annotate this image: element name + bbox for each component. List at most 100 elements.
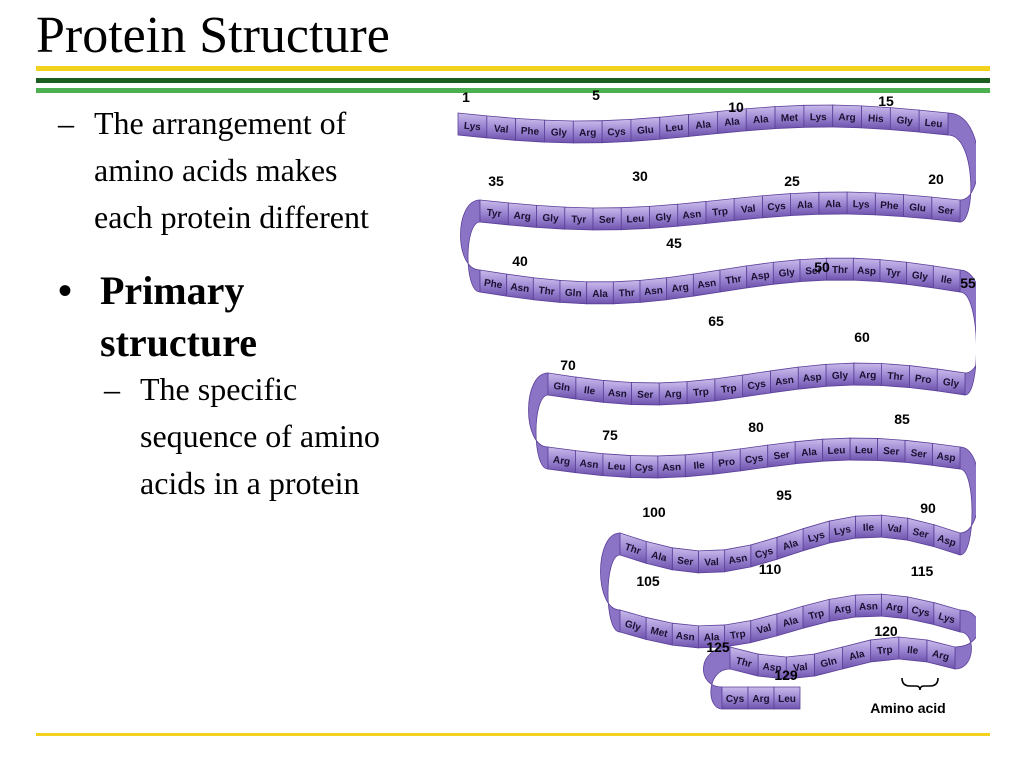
residue-label: Ser [637, 390, 653, 401]
residue-label: Asn [682, 209, 702, 222]
residue-label: Gly [832, 370, 849, 382]
residue-label: Phe [880, 200, 899, 212]
residue-cell [933, 602, 961, 633]
residue-label: Gly [896, 115, 913, 127]
residue-label: Gln [553, 381, 571, 394]
residue-label: Ile [693, 460, 706, 472]
residue-label: Leu [827, 445, 845, 457]
residue-label: Asn [579, 458, 599, 471]
residue-label: Glu [637, 125, 654, 137]
residue-label: Asn [510, 282, 530, 295]
residue-label: Lys [833, 524, 852, 538]
residue-label: Trp [808, 608, 826, 623]
residue-label: Arg [552, 455, 571, 468]
residue-label: Ala [848, 649, 866, 664]
slide-title: Protein Structure [36, 7, 390, 64]
residue-label: Ala [797, 200, 814, 212]
residue-label: Thr [735, 656, 753, 671]
residue-label: Asp [762, 662, 782, 675]
residue-label: Trp [712, 206, 729, 219]
amino-acid-brace [901, 677, 939, 691]
position-number: 25 [784, 173, 800, 189]
residue-label: Arg [859, 370, 876, 381]
residue-label: Thr [832, 265, 848, 276]
residue-label: Leu [855, 445, 873, 456]
subpoint-line: acids in a protein [140, 465, 360, 501]
residue-label: Leu [665, 122, 684, 135]
position-number: 80 [748, 419, 764, 435]
residue-label: Asn [662, 462, 681, 474]
residue-label: Thr [725, 274, 743, 287]
residue-label: Ala [825, 199, 841, 210]
residue-cell [932, 442, 961, 470]
residue-label: His [868, 113, 885, 125]
ribbon-turn [600, 532, 621, 633]
residue-label: Asp [857, 265, 876, 277]
residue-label: Ala [801, 447, 818, 459]
residue-label: Ser [599, 215, 615, 226]
residue-label: Trp [720, 383, 737, 396]
residue-label: Gly [911, 270, 929, 283]
residue-label: Ser [911, 527, 929, 542]
residue-cell [729, 646, 759, 677]
bullet-line: Primary [100, 268, 245, 313]
residue-cell [479, 199, 509, 226]
residue-label: Arg [513, 210, 531, 222]
position-number: 70 [560, 357, 576, 373]
residue-label: Asn [697, 278, 717, 292]
residue-label: Leu [778, 694, 796, 705]
subpoint-line: sequence of amino [140, 418, 380, 454]
header-rule-yellow-green [36, 88, 990, 93]
residue-label: Met [649, 626, 669, 641]
residue-cell [773, 686, 801, 710]
residue-label: Ser [910, 448, 927, 461]
residue-label: Arg [664, 389, 682, 401]
residue-label: Phe [520, 126, 539, 138]
residue-label: Asn [675, 631, 695, 644]
position-number: 1 [462, 89, 470, 105]
residue-label: Arg [885, 602, 903, 615]
residue-label: Ser [883, 446, 900, 458]
residue-label: Ala [753, 114, 770, 126]
residue-cell [547, 372, 577, 400]
residue-label: Lys [463, 121, 481, 134]
position-number: 120 [874, 623, 898, 639]
residue-label: Gln [819, 656, 838, 671]
residue-label: Cys [910, 605, 931, 620]
position-number: 115 [911, 563, 934, 579]
residue-label: Val [493, 124, 509, 136]
header-rule-dark-green [36, 78, 990, 83]
residue-label: Cys [635, 463, 654, 474]
residue-label: Asp [802, 372, 822, 385]
ribbon-turn [460, 199, 481, 293]
residue-label: Ile [940, 274, 953, 287]
bullet-primary-structure: • Primary structure [58, 265, 257, 369]
residue-label: Ala [592, 289, 608, 300]
position-number: 75 [602, 427, 618, 443]
residue-label: Cys [767, 201, 787, 213]
position-number: 15 [878, 93, 894, 109]
position-number: 5 [592, 87, 600, 103]
residue-cell [619, 532, 647, 564]
residue-label: Trp [693, 387, 710, 399]
residue-cell [918, 109, 949, 136]
subpoint-arrangement: – The arrangement of amino acids makes e… [58, 100, 369, 241]
ribbon-turn [959, 446, 976, 556]
residue-label: Gly [655, 212, 672, 224]
position-number: 45 [666, 235, 682, 251]
residue-label: Pro [914, 373, 932, 386]
residue-label: Ala [695, 119, 712, 132]
position-number: 125 [706, 639, 730, 655]
position-number: 110 [759, 561, 782, 577]
residue-label: Arg [752, 694, 769, 705]
bullet-marker: • [58, 268, 73, 313]
residue-label: Val [704, 557, 719, 569]
position-number: 65 [708, 313, 724, 329]
residue-label: Thr [623, 542, 642, 557]
residue-label: Leu [626, 214, 644, 226]
residue-label: Ile [583, 385, 596, 397]
residue-label: Gln [565, 288, 582, 300]
